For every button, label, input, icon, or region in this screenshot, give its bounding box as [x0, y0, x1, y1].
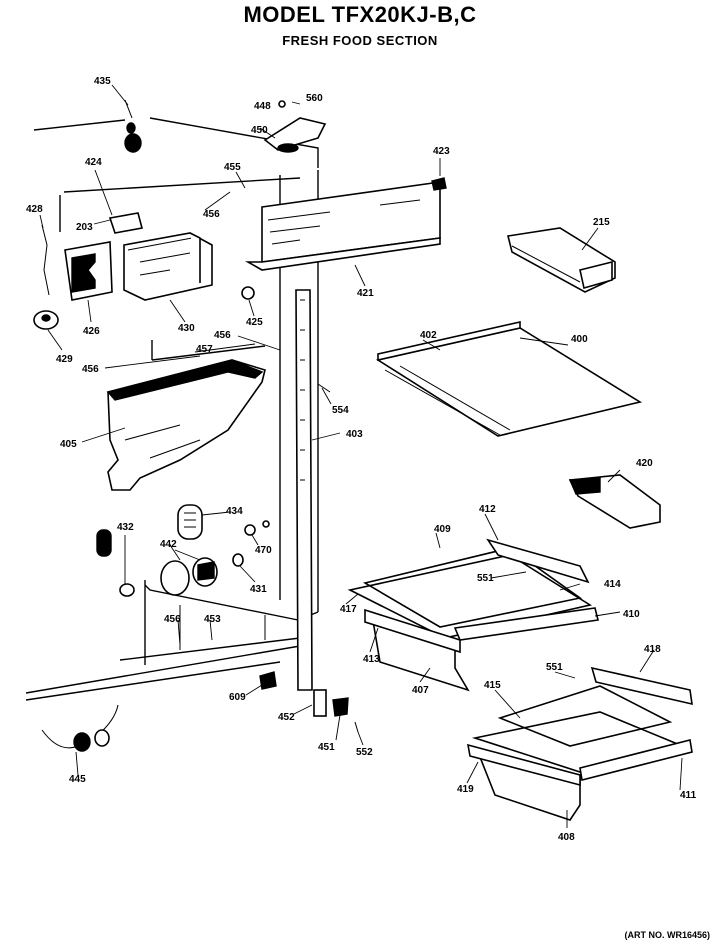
callout-408: 408 — [558, 832, 575, 843]
callout-417: 417 — [340, 604, 357, 615]
part-451 — [332, 697, 349, 717]
callout-470: 470 — [255, 545, 272, 556]
slide-418 — [590, 666, 693, 706]
callout-429: 429 — [56, 354, 73, 365]
dairy-bin-215 — [507, 227, 616, 293]
callout-411: 411 — [680, 790, 697, 801]
callout-403: 403 — [346, 429, 363, 440]
callout-456a: 456 — [203, 209, 220, 220]
part-432 — [96, 529, 112, 557]
pan-cover-405 — [106, 359, 266, 491]
callout-414: 414 — [604, 579, 621, 590]
bracket-452 — [313, 689, 327, 717]
callout-402: 402 — [420, 330, 437, 341]
knob-429 — [33, 310, 59, 330]
rail-413 — [364, 608, 461, 654]
callout-456d: 456 — [164, 614, 181, 625]
screw-470 — [262, 520, 270, 528]
callout-455: 455 — [224, 162, 241, 173]
callout-407: 407 — [412, 685, 429, 696]
callout-410: 410 — [623, 609, 640, 620]
callout-609: 609 — [229, 692, 246, 703]
light-bulb-435 — [124, 99, 142, 153]
slide-410 — [453, 607, 599, 641]
light-shield-434 — [177, 504, 203, 540]
art-number: (ART NO. WR16456) — [624, 930, 710, 940]
control-assembly-442 — [160, 557, 218, 596]
callout-418: 418 — [644, 644, 661, 655]
callout-445: 445 — [69, 774, 86, 785]
callout-420: 420 — [636, 458, 653, 469]
callout-425: 425 — [246, 317, 263, 328]
switch-424 — [108, 212, 143, 234]
cover-420 — [568, 474, 661, 529]
callout-554: 554 — [332, 405, 349, 416]
callout-551b: 551 — [546, 662, 563, 673]
control-panel-421 — [244, 181, 441, 271]
callout-424: 424 — [85, 157, 102, 168]
callout-456b: 456 — [214, 330, 231, 341]
shelf-400 — [375, 320, 643, 437]
socket-445 — [41, 704, 119, 752]
section-subtitle: FRESH FOOD SECTION — [282, 33, 438, 48]
lower-crisper-assembly — [466, 666, 693, 821]
callout-215: 215 — [593, 217, 610, 228]
hinge-450 — [263, 100, 327, 153]
bulb-425 — [241, 286, 255, 300]
callout-405: 405 — [60, 439, 77, 450]
callout-434: 434 — [226, 506, 243, 517]
callout-457: 457 — [196, 344, 213, 355]
leader-lines — [39, 84, 683, 828]
callout-423: 423 — [433, 146, 450, 157]
part-431 — [232, 553, 244, 567]
knob-423 — [431, 177, 447, 191]
callout-456c: 456 — [82, 364, 99, 375]
callout-453: 453 — [204, 614, 221, 625]
callout-452: 452 — [278, 712, 295, 723]
control-bracket-426 — [64, 241, 113, 301]
callout-552: 552 — [356, 747, 373, 758]
callout-419: 419 — [457, 784, 474, 795]
callout-400: 400 — [571, 334, 588, 345]
control-housing-430 — [123, 232, 213, 301]
callout-442: 442 — [160, 539, 177, 550]
part-470 — [244, 524, 256, 536]
callout-451: 451 — [318, 742, 335, 753]
callout-431: 431 — [250, 584, 267, 595]
callout-450: 450 — [251, 125, 268, 136]
upper-crisper-assembly — [347, 538, 599, 692]
callout-413: 413 — [363, 654, 380, 665]
callout-203: 203 — [76, 222, 93, 233]
glass-415 — [497, 685, 673, 747]
slide-412 — [486, 538, 590, 584]
callout-560: 560 — [306, 93, 323, 104]
shelf-ladder-403 — [295, 289, 313, 691]
callout-409: 409 — [434, 524, 451, 535]
callout-432: 432 — [117, 522, 134, 533]
page-title: MODEL TFX20KJ-B,C — [243, 2, 477, 27]
capillary-428 — [41, 224, 50, 296]
slide-411 — [579, 739, 693, 781]
callout-428: 428 — [26, 204, 43, 215]
callout-412: 412 — [479, 504, 496, 515]
screw-554 — [317, 383, 331, 393]
callout-421: 421 — [357, 288, 374, 299]
part-609 — [259, 671, 277, 690]
callout-435: 435 — [94, 76, 111, 87]
callout-426: 426 — [83, 326, 100, 337]
callout-labels: 435 448 560 450 423 424 455 428 203 456 … — [26, 76, 697, 843]
callout-415: 415 — [484, 680, 501, 691]
rail-419 — [466, 743, 581, 787]
callout-430: 430 — [178, 323, 195, 334]
frame-417 — [347, 554, 593, 639]
screw-552 — [354, 721, 359, 733]
callout-448: 448 — [254, 101, 271, 112]
callout-551a: 551 — [477, 573, 494, 584]
plug-432 — [119, 583, 135, 597]
